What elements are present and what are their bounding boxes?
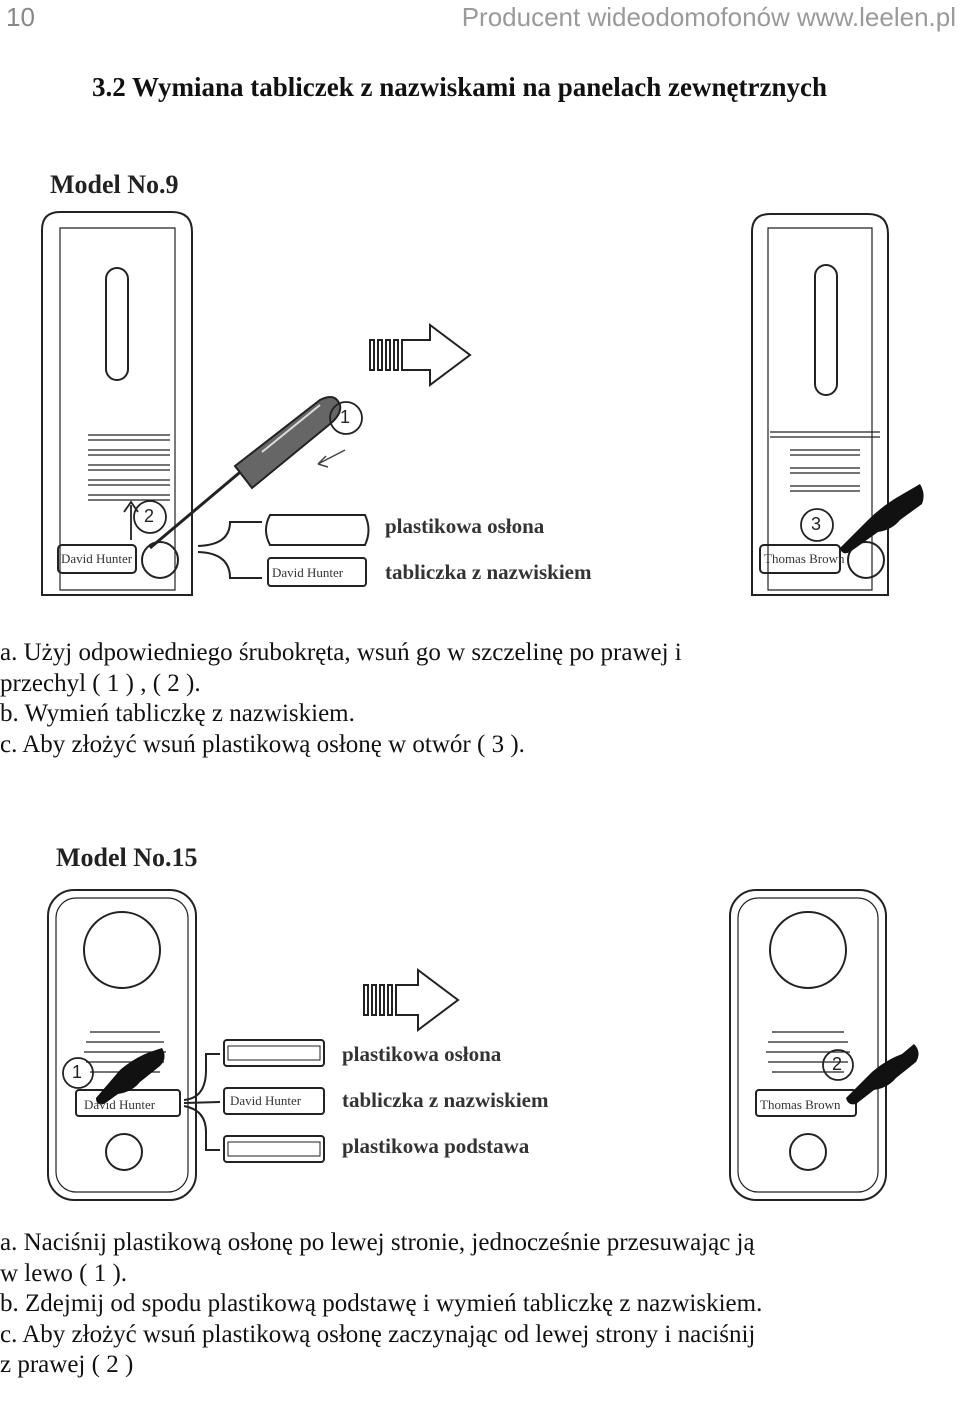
step-2-label: 2 [832, 1054, 843, 1074]
model-15-label: Model No.15 [56, 843, 198, 872]
model-9-plate-loose: David Hunter [272, 565, 344, 580]
tilt-arrow-icon [317, 449, 346, 468]
instruction-line: z prawej ( 2 ) [0, 1351, 134, 1378]
instruction-line: a. Naciśnij plastikową osłonę po lewej s… [0, 1229, 755, 1256]
instruction-line: c. Aby złożyć wsuń plastikową osłonę w o… [0, 730, 525, 758]
direction-arrow-icon [369, 323, 472, 387]
up-arrow-icon [123, 500, 139, 540]
instruction-line: b. Wymień tabliczkę z nazwiskiem. [0, 700, 355, 727]
model-15-panel-right [729, 889, 887, 1201]
instruction-line: w lewo ( 1 ). [0, 1259, 128, 1287]
pointing-hand-icon [96, 1048, 165, 1105]
step-markers-model-9 [133, 401, 834, 542]
model-9-plate-right: Thomas Brown [764, 551, 845, 566]
pointing-hand-icon [846, 1044, 919, 1105]
instruction-line: przechyl ( 1 ) , ( 2 ). [0, 669, 201, 697]
model-9-plate-left: David Hunter [61, 551, 133, 566]
section-title: 3.2 Wymiana tabliczek z nazwiskami na pa… [92, 72, 827, 102]
direction-arrow-icon [363, 968, 460, 1032]
callout-plastic-cover: plastikowa osłona [342, 1042, 502, 1066]
callout-plastic-base: plastikowa podstawa [342, 1134, 530, 1158]
page-number: 10 [6, 2, 35, 32]
callout-name-plate: tabliczka z nazwiskiem [385, 560, 592, 584]
step-3-label: 3 [811, 514, 822, 534]
callout-name-plate: tabliczka z nazwiskiem [342, 1088, 549, 1112]
model-9-panel-right [751, 213, 889, 596]
step-markers-model-15 [62, 1049, 854, 1089]
model-9-instructions: a. Użyj odpowiedniego śrubokręta, wsuń g… [0, 638, 682, 760]
model-15-plate-loose: David Hunter [230, 1093, 302, 1108]
step-1-label: 1 [72, 1062, 83, 1082]
model-9-label: Model No.9 [50, 170, 179, 199]
step-2-label: 2 [144, 506, 155, 526]
pointing-hand-icon [840, 484, 924, 554]
model-9-panel-left [41, 211, 193, 596]
instruction-line: c. Aby złożyć wsuń plastikową osłonę zac… [0, 1320, 756, 1348]
step-1-label: 1 [340, 407, 351, 427]
callout-plastic-cover: plastikowa osłona [385, 514, 545, 538]
instruction-line: a. Użyj odpowiedniego śrubokręta, wsuń g… [0, 639, 682, 666]
instruction-line: b. Zdejmij od spodu plastikową podstawę … [0, 1290, 763, 1317]
screwdriver-icon [149, 395, 342, 550]
model-15-panel-left [47, 889, 197, 1201]
header-website: Producent wideodomofonów www.leelen.pl [461, 2, 956, 32]
loose-parts-model-15 [183, 1039, 325, 1163]
model-15-instructions: a. Naciśnij plastikową osłonę po lewej s… [0, 1228, 762, 1381]
model-15-plate-right: Thomas Brown [760, 1097, 841, 1112]
loose-parts-model-9 [197, 514, 370, 587]
model-15-plate-left: David Hunter [84, 1097, 156, 1112]
